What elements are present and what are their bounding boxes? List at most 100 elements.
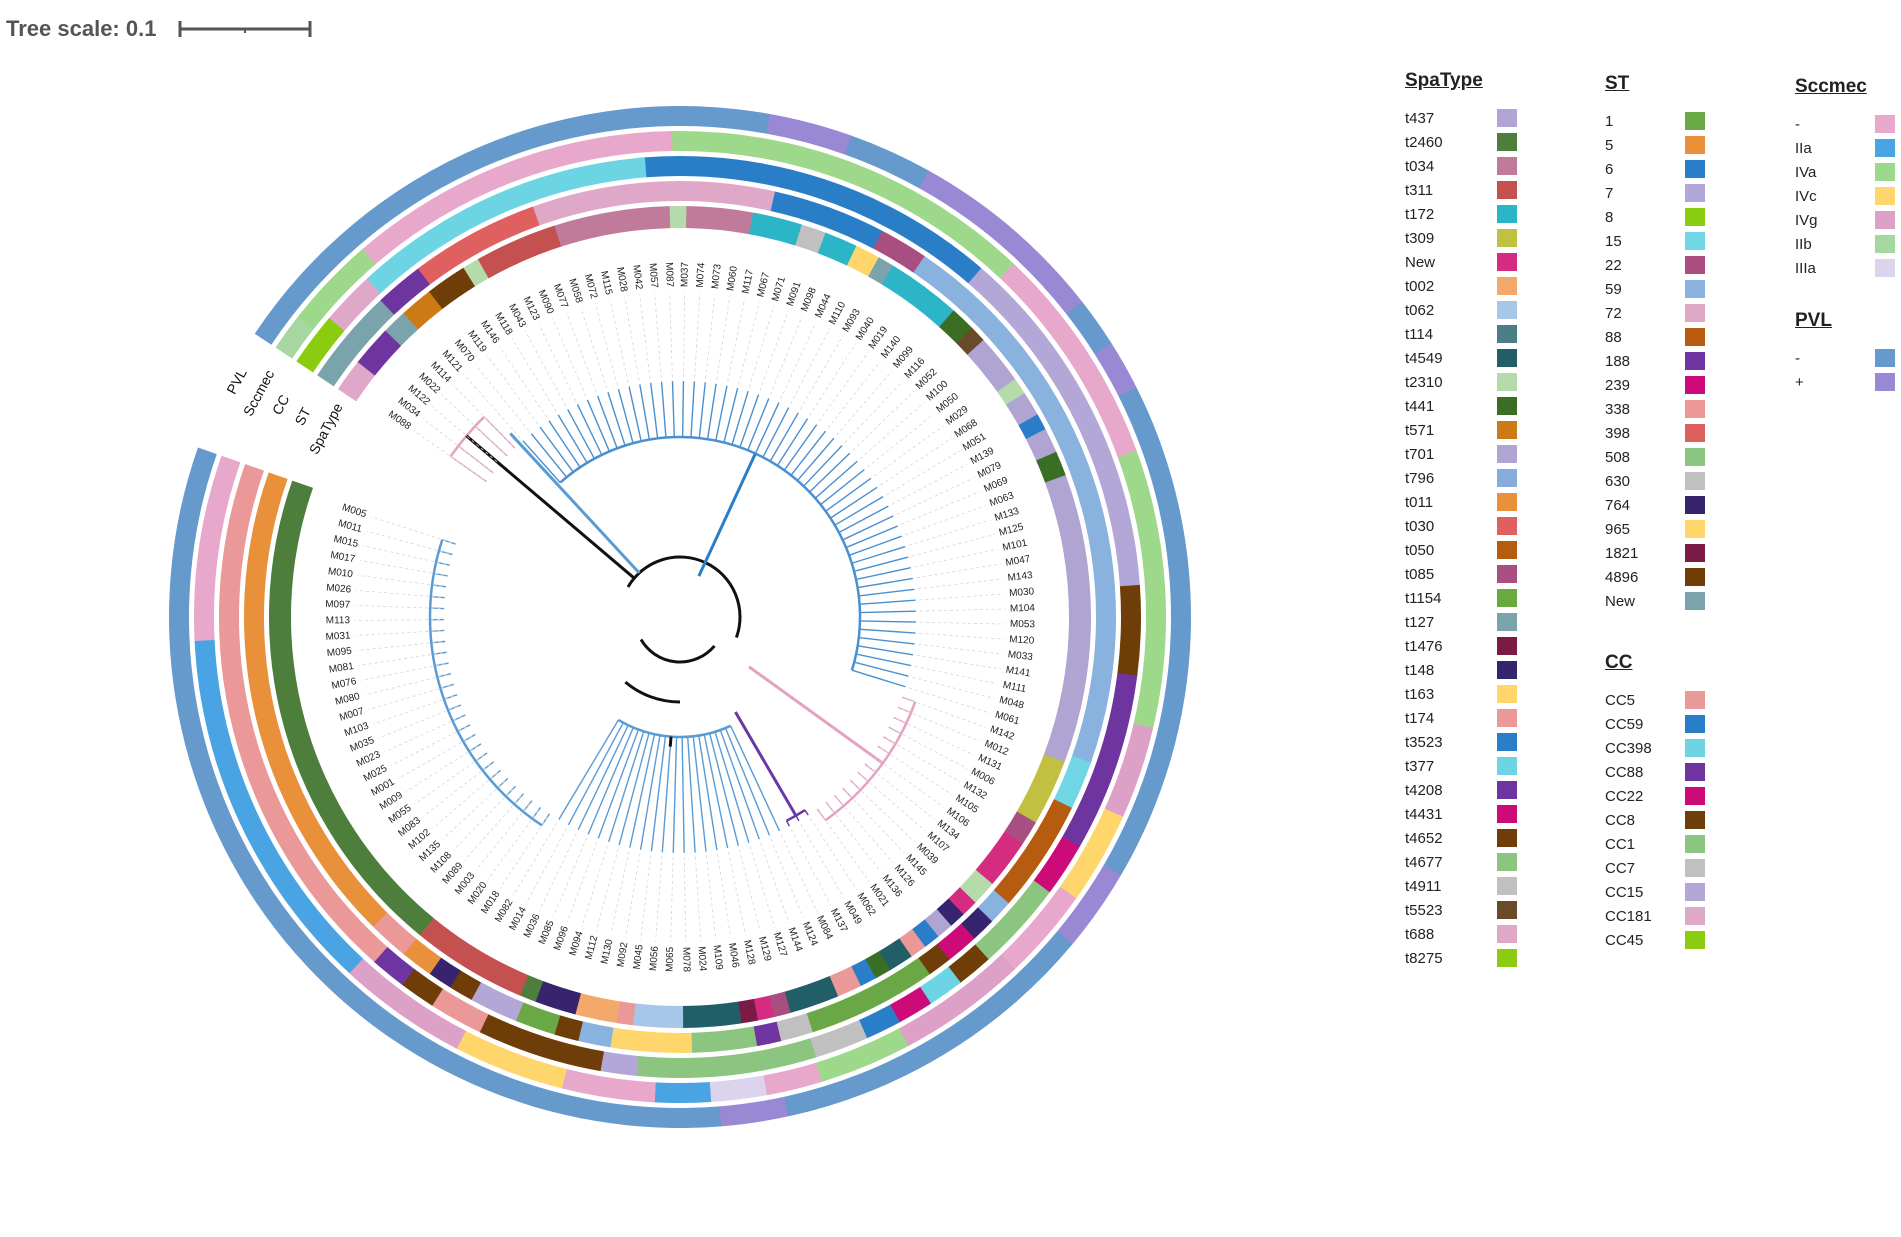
legend-label: t148: [1405, 661, 1435, 679]
ring-segment-spatype: [868, 257, 894, 285]
legend-item-spatype: t311: [1405, 178, 1517, 202]
leaf-guide: [422, 418, 491, 471]
leaf-guide: [897, 718, 975, 756]
leaf-guide: [553, 837, 587, 917]
leaf-guide: [880, 747, 953, 796]
leaf-guide: [819, 811, 870, 882]
legend-swatch: [1685, 715, 1705, 733]
leaf-guide: [362, 545, 446, 565]
leaf-guide: [770, 838, 804, 918]
ring-segment-cc: [373, 946, 415, 986]
clade: [558, 718, 781, 853]
ring-segment-pvl: [719, 1096, 789, 1127]
leaf-guide: [356, 641, 442, 651]
leaf-branch: [567, 722, 624, 826]
leaf-label: M037: [679, 262, 690, 288]
leaf-guide: [442, 780, 506, 840]
legend-item-spatype: t050: [1405, 538, 1517, 562]
leaf-label: M015: [332, 534, 359, 550]
legend-label: t174: [1405, 709, 1435, 727]
leaf-branch: [706, 383, 717, 440]
leaf-branch: [851, 669, 906, 688]
legend-label: IIa: [1795, 139, 1812, 157]
ring-segment-cc: [948, 944, 989, 983]
leaf-guide: [474, 364, 530, 431]
leaf-label: M030: [1009, 586, 1035, 599]
ring-segment-cc: [1062, 673, 1138, 848]
legend-item-cc: CC22: [1605, 784, 1705, 808]
leaf-branch: [671, 381, 675, 438]
ring-segment-cc: [889, 986, 932, 1023]
legend-swatch: [1497, 301, 1517, 319]
leaf-branch: [858, 588, 915, 597]
leaf-branch: [857, 577, 913, 589]
legend-label: 88: [1605, 328, 1622, 346]
legend-item-spatype: t4549: [1405, 346, 1517, 370]
leaf-guide: [705, 293, 716, 379]
ring-pvl: [168, 106, 1191, 1128]
leaf-guide: [414, 754, 485, 805]
legend-label: t1476: [1405, 637, 1443, 655]
leaf-branch: [690, 381, 696, 438]
legend-item-spatype: t2310: [1405, 370, 1517, 394]
leaf-branch: [557, 414, 588, 464]
legend-swatch: [1875, 349, 1895, 367]
leaf-label: M144: [786, 926, 805, 954]
leaf-label: M081: [328, 661, 355, 676]
leaf-branch: [522, 440, 561, 484]
leaf-guide: [874, 757, 944, 808]
leaf-label: M076: [331, 676, 358, 692]
backbone-branch: [668, 736, 673, 747]
clade: [522, 381, 916, 688]
ring-segment-spatype: [967, 339, 1016, 392]
ring-segment-sccmec: [194, 455, 241, 641]
legend-item-st: 630: [1605, 469, 1705, 493]
legend-item-spatype: t085: [1405, 562, 1517, 586]
legend-label: CC22: [1605, 787, 1644, 805]
legend-swatch: [1685, 787, 1705, 805]
backbone-arc: [626, 555, 742, 639]
ring-segment-st: [372, 912, 417, 955]
leaf-branch: [838, 505, 889, 534]
ring-segment-st: [1053, 755, 1091, 809]
leaf-guide: [366, 530, 449, 554]
legend-item-spatype: t172: [1405, 202, 1517, 226]
ring-segment-spatype: [753, 995, 775, 1021]
leaf-guide: [683, 292, 686, 378]
legend-label: CC1: [1605, 835, 1636, 853]
legend-item-spatype: New: [1405, 250, 1517, 274]
leaf-branch: [548, 420, 581, 468]
legend-swatch: [1875, 211, 1895, 229]
ring-segment-spatype: [975, 831, 1023, 885]
legend-item-spatype: t796: [1405, 466, 1517, 490]
legend-swatch: [1497, 325, 1517, 343]
leaf-branch: [769, 412, 799, 462]
leaf-guide: [464, 796, 522, 861]
ring-segment-spatype: [385, 312, 419, 346]
legend-label: 5: [1605, 136, 1614, 154]
leaf-branch: [698, 382, 706, 439]
leaf-branch: [681, 381, 685, 438]
leaf-label: M120: [1009, 634, 1035, 647]
clade: [816, 696, 917, 822]
ring-segment-spatype: [769, 991, 791, 1018]
ring-sccmec: [194, 131, 1166, 1103]
leaf-guide: [595, 848, 619, 932]
legend-item-spatype: t4208: [1405, 778, 1517, 802]
leaf-branch: [830, 486, 878, 519]
ring-segment-spatype: [924, 909, 952, 937]
legend-label: IIIa: [1795, 259, 1816, 277]
legend-item-spatype: t688: [1405, 922, 1517, 946]
legend-item-cc: CC7: [1605, 856, 1705, 880]
leaf-guide: [809, 343, 857, 416]
leaf-label: M115: [598, 270, 614, 297]
leaf-guide: [539, 833, 577, 911]
legend-label: t701: [1405, 445, 1435, 463]
ring-segment-sccmec: [763, 1062, 822, 1096]
legend-swatch: [1497, 229, 1517, 247]
ring-segment-sccmec: [1059, 808, 1123, 899]
leaf-label: M094: [568, 930, 586, 958]
leaf-guide: [706, 855, 717, 941]
